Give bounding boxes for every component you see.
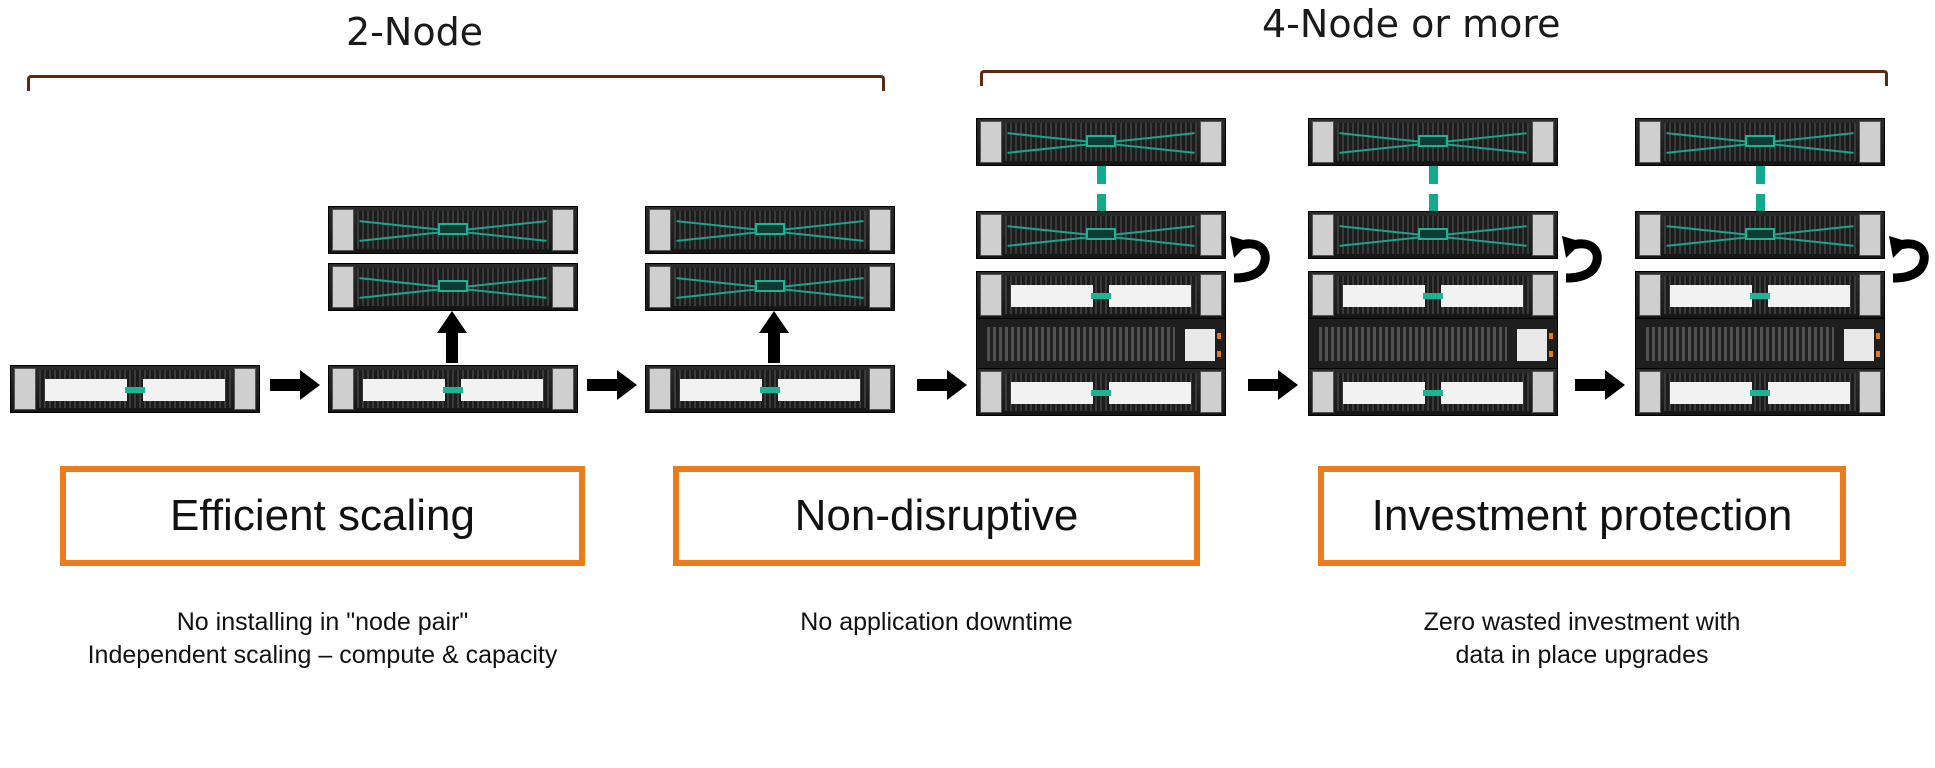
benefit-caption: Zero wasted investment with data in plac… [1318,606,1846,672]
storage-controller [976,368,1226,416]
server-node [976,118,1226,166]
dashed-connector [1429,166,1438,212]
caption-line: Independent scaling – compute & capacity [87,641,558,669]
dashed-connector [1097,166,1106,212]
server-node [1635,118,1885,166]
storage-controller [10,365,260,413]
curved-arrow-icon [1889,236,1929,283]
server-node [328,206,578,254]
benefit-title: Investment protection [1371,491,1793,540]
server-node [976,211,1226,259]
caption-line: Zero wasted investment with [1423,608,1741,636]
network-switch [1308,318,1558,370]
storage-controller [1635,271,1885,319]
server-node [328,263,578,311]
two-node-title: 2-Node [346,10,484,54]
server-node [1308,211,1558,259]
arrow-right-icon [1575,370,1625,400]
four-node-bracket [980,70,1888,86]
server-node [1635,211,1885,259]
server-node [645,206,895,254]
arrow-up-icon [437,311,467,363]
benefit-caption: No application downtime [673,606,1200,639]
curved-arrow-icon [1230,236,1270,283]
benefit-title: Non-disruptive [794,491,1079,540]
arrow-up-icon [759,311,789,363]
arrow-right-icon [917,370,967,400]
four-node-title: 4-Node or more [1262,2,1561,46]
server-node [645,263,895,311]
storage-controller [645,365,895,413]
dashed-connector [1756,166,1765,212]
storage-controller [1635,368,1885,416]
benefit-title: Efficient scaling [170,491,475,540]
server-node [1308,118,1558,166]
benefit-box-non-disruptive: Non-disruptive [673,466,1200,566]
caption-line: data in place upgrades [1455,641,1709,669]
curved-arrow-icon [1562,236,1602,283]
arrow-right-icon [270,370,320,400]
storage-controller [1308,368,1558,416]
caption-line: No application downtime [800,608,1073,636]
benefit-caption: No installing in "node pair" Independent… [60,606,585,672]
benefit-box-efficient-scaling: Efficient scaling [60,466,585,566]
arrow-right-icon [587,370,637,400]
storage-controller [1308,271,1558,319]
network-switch [1635,318,1885,370]
storage-controller [328,365,578,413]
benefit-box-investment-protection: Investment protection [1318,466,1846,566]
caption-line: No installing in "node pair" [176,608,469,636]
arrow-right-icon [1248,370,1298,400]
network-switch [976,318,1226,370]
storage-controller [976,271,1226,319]
two-node-bracket [27,75,885,91]
